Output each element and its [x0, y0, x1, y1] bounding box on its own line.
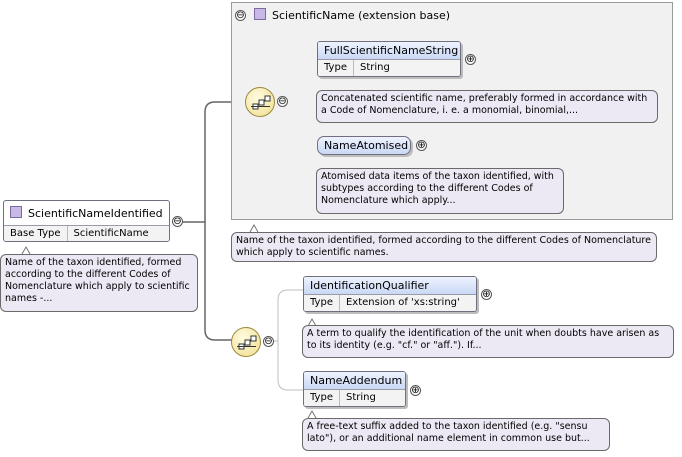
type-square-icon [10, 206, 22, 218]
root-element-name: ScientificNameIdentified [28, 207, 163, 220]
element-identification-qualifier[interactable]: IdentificationQualifier Type Extension o… [303, 276, 477, 312]
root-base-type-row: Base Type ScientificName [4, 225, 169, 241]
root-collapse-toggle[interactable]: ⊖ [172, 216, 183, 227]
type-value: Extension of 'xs:string' [345, 297, 460, 308]
type-label: Type [304, 390, 340, 406]
atomised-description: Atomised data items of the taxon identif… [316, 168, 564, 214]
expand-toggle[interactable]: ⊕ [465, 54, 476, 65]
type-square-icon [254, 8, 266, 20]
element-name: IdentificationQualifier [304, 277, 476, 294]
extension-title: ScientificName (extension base) [272, 9, 451, 22]
expand-toggle[interactable]: ⊕ [410, 385, 421, 396]
type-label: Type [318, 60, 354, 76]
element-full-scientific-name[interactable]: FullScientificNameString Type String [317, 41, 461, 77]
extension-description: Name of the taxon identified, formed acc… [231, 232, 657, 262]
root-element-box[interactable]: ScientificNameIdentified Base Type Scien… [3, 200, 170, 242]
element-name: NameAddendum [304, 372, 405, 389]
type-value: String [345, 392, 376, 403]
root-description: Name of the taxon identified, formed acc… [0, 254, 198, 312]
type-row: Type String [304, 389, 405, 406]
base-type-value: ScientificName [73, 228, 149, 239]
root-element-header: ScientificNameIdentified [4, 201, 169, 225]
sequence-icon[interactable] [231, 327, 261, 357]
sequence-icon[interactable] [245, 87, 275, 117]
type-value: String [359, 62, 390, 73]
sequence-collapse-toggle[interactable]: ⊖ [277, 96, 288, 107]
element-name-atomised[interactable]: NameAtomised [317, 136, 411, 155]
sequence-glyph [251, 95, 271, 110]
type-label: Type [304, 295, 340, 311]
addendum-description: A free-text suffix added to the taxon id… [302, 418, 610, 451]
qualifier-description: A term to qualify the identification of … [302, 325, 674, 358]
type-row: Type Extension of 'xs:string' [304, 294, 476, 311]
type-row: Type String [318, 59, 460, 76]
sequence-glyph [237, 335, 257, 350]
element-name: FullScientificNameString [318, 42, 460, 59]
base-type-label: Base Type [4, 226, 68, 241]
extension-title-row: ScientificName (extension base) [254, 8, 450, 22]
element-name-addendum[interactable]: NameAddendum Type String [303, 371, 406, 407]
full-name-description: Concatenated scientific name, preferably… [316, 90, 658, 123]
sequence-collapse-toggle[interactable]: ⊖ [263, 336, 274, 347]
extension-collapse-toggle[interactable]: ⊖ [235, 10, 246, 21]
expand-toggle[interactable]: ⊕ [416, 140, 427, 151]
expand-toggle[interactable]: ⊕ [481, 289, 492, 300]
